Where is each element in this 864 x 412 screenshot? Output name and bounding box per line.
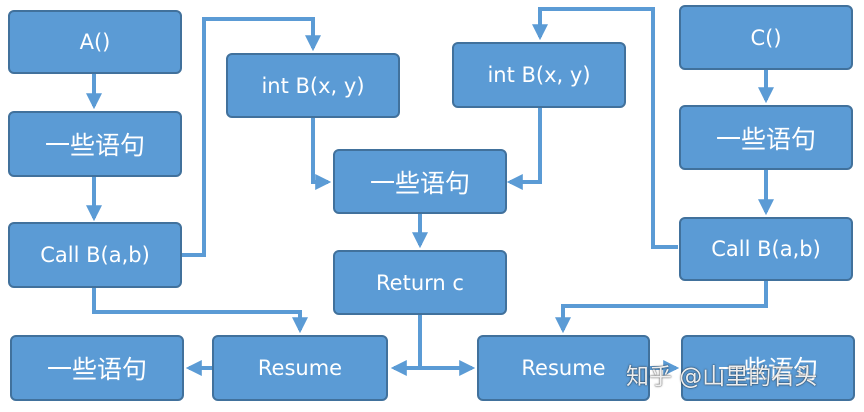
a-call-box: A() [8,10,182,74]
arrow-return-to-left-resume [390,315,422,376]
left-resume-box: Resume [212,335,388,401]
right-resume-box: Resume [477,335,650,401]
b-statements-box: 一些语句 [333,149,507,214]
arrow-int-b-right-to-statements [506,108,542,190]
arrow-callb-to-right-resume [555,281,768,334]
int-b-left-box: int B(x, y) [226,53,400,118]
right-statements-box: 一些语句 [681,335,855,401]
arrow-callb-to-left-resume [92,288,308,334]
a-call-b-box: Call B(a,b) [8,222,182,288]
c-call-b-box: Call B(a,b) [679,217,853,281]
a-statements-box: 一些语句 [8,111,182,177]
c-statements-box: 一些语句 [679,105,853,170]
arrow-int-b-left-to-statements [311,118,332,190]
arrow-callb-to-int-b-right [532,7,678,249]
int-b-right-box: int B(x, y) [452,42,626,108]
arrow-callb-to-int-b-left [182,17,321,257]
return-c-box: Return c [333,250,507,315]
left-statements-box: 一些语句 [10,335,184,401]
c-call-box: C() [679,5,853,70]
